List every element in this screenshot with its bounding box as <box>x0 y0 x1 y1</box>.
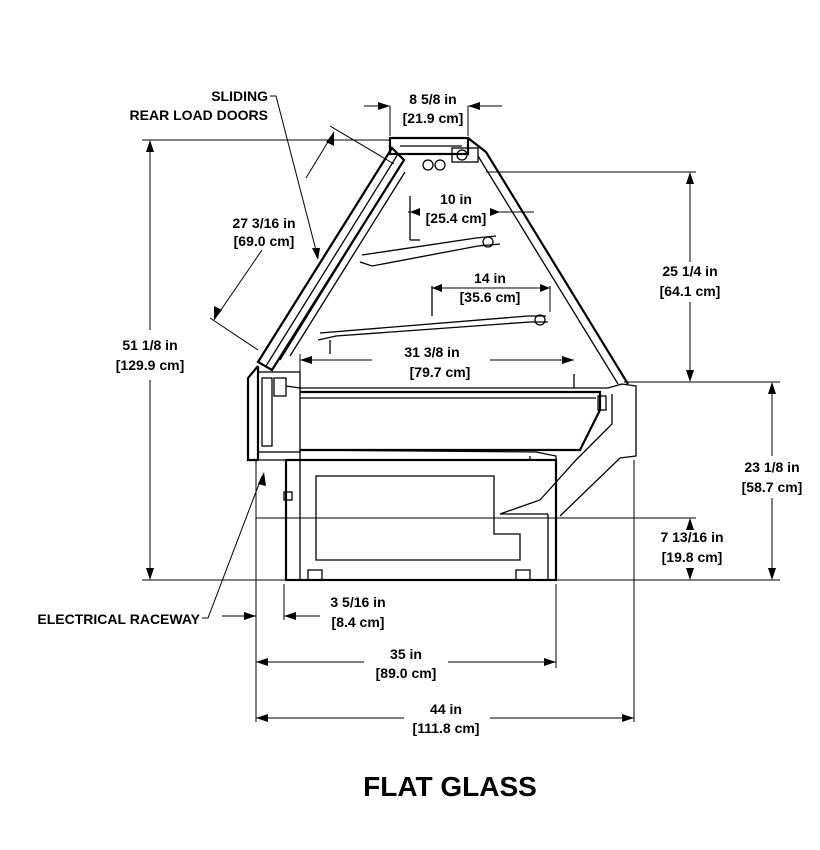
upper-shelf <box>359 196 501 267</box>
dim-deck-depth-imperial: 31 3/8 in <box>404 344 459 360</box>
dim-glass-height-imperial: 25 1/4 in <box>662 263 717 279</box>
dim-deck-height-imperial: 23 1/8 in <box>744 459 799 475</box>
dim-raceway-offset-metric: [8.4 cm] <box>332 614 385 630</box>
label-sliding: SLIDING <box>211 88 268 104</box>
dim-front-ledge-imperial: 7 13/16 in <box>660 529 723 545</box>
dim-overall-height-imperial: 51 1/8 in <box>122 337 177 353</box>
dim-middle-shelf-metric: [35.6 cm] <box>460 289 521 305</box>
annotations: SLIDING REAR LOAD DOORS ELECTRICAL RACEW… <box>37 88 802 802</box>
dim-overall-depth-imperial: 44 in <box>430 701 462 717</box>
sliding-doors-leader <box>270 95 319 259</box>
dim-door-length-metric: [69.0 cm] <box>234 233 295 249</box>
front-glass <box>467 137 629 385</box>
raceway-leader <box>202 475 263 619</box>
top-canopy <box>388 136 470 156</box>
dim-upper-shelf-imperial: 10 in <box>440 191 472 207</box>
dim-base-depth-metric: [89.0 cm] <box>376 665 437 681</box>
dim-front-ledge-metric: [19.8 cm] <box>662 549 723 565</box>
dim-deck-height-metric: [58.7 cm] <box>742 479 803 495</box>
dim-overall-depth-metric: [111.8 cm] <box>413 720 480 736</box>
light-fixture <box>422 159 434 171</box>
top-bracket <box>451 147 479 163</box>
dim-upper-shelf-metric: [25.4 cm] <box>426 210 487 226</box>
dim-middle-shelf-imperial: 14 in <box>474 270 506 286</box>
dim-top-width-metric: [21.9 cm] <box>403 110 464 126</box>
dim-door-length-imperial: 27 3/16 in <box>232 215 295 231</box>
label-rear-load-doors: REAR LOAD DOORS <box>130 107 268 123</box>
dim-base-depth-imperial: 35 in <box>390 646 422 662</box>
light-fixture <box>434 159 446 171</box>
dim-overall-height-metric: [129.9 cm] <box>116 357 184 373</box>
label-electrical-raceway: ELECTRICAL RACEWAY <box>37 611 200 627</box>
dim-glass-height-metric: [64.1 cm] <box>660 283 721 299</box>
dimension-lines <box>142 95 780 722</box>
drawing-title: FLAT GLASS <box>363 771 537 802</box>
rear-sliding-doors <box>256 146 406 372</box>
dim-top-width-imperial: 8 5/8 in <box>409 91 456 107</box>
dim-deck-depth-metric: [79.7 cm] <box>410 364 471 380</box>
dim-raceway-offset-imperial: 3 5/16 in <box>330 594 385 610</box>
display-case-outline <box>246 136 637 582</box>
deck <box>285 374 637 580</box>
